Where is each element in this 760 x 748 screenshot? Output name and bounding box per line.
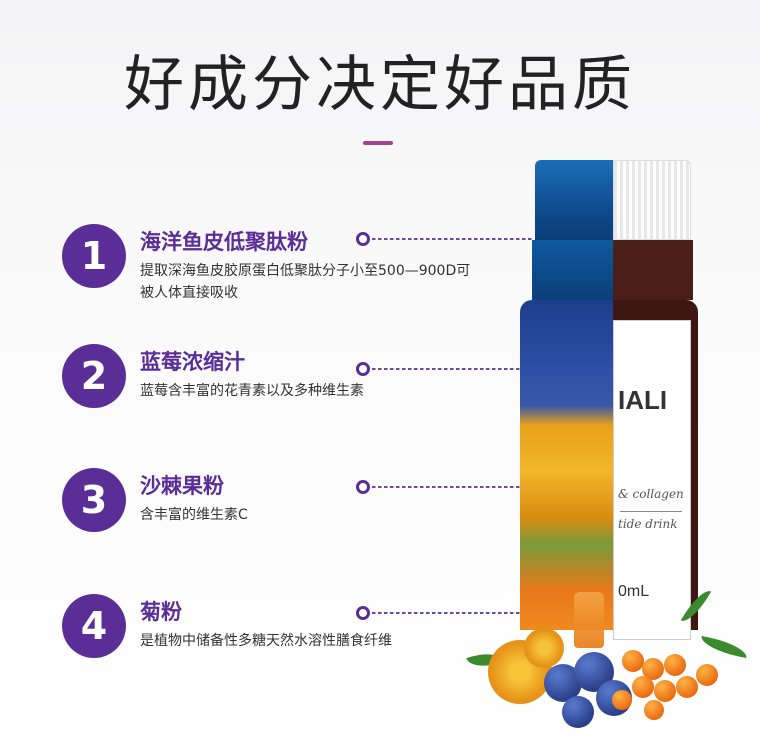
label-volume: 0mL [618, 583, 650, 600]
feature-item-2: 2 蓝莓浓缩汁 蓝莓含丰富的花青素以及多种维生素 [62, 344, 532, 454]
label-line-2: tide drink [618, 517, 678, 531]
juice-bottle-image [574, 592, 604, 648]
connector-dot-3 [356, 480, 370, 494]
connector-line-2 [372, 368, 532, 370]
label-line-1: & collagen [618, 487, 684, 501]
leaf-image [699, 635, 749, 659]
sea-buckthorn-image [644, 700, 664, 720]
sea-buckthorn-image [676, 676, 698, 698]
feature-title: 菊粉 [140, 600, 182, 624]
bottle-cap [613, 160, 691, 240]
sea-buckthorn-image [612, 690, 632, 710]
feature-title: 沙棘果粉 [140, 474, 224, 498]
connector-dot-2 [356, 362, 370, 376]
ingredient-collage [520, 300, 613, 630]
feature-description: 蓝莓含丰富的花青素以及多种维生素 [140, 383, 364, 399]
sea-buckthorn-image [664, 654, 686, 676]
feature-description: 是植物中储备性多糖天然水溶性膳食纤维 [140, 633, 392, 649]
sea-buckthorn-image [632, 676, 654, 698]
sea-buckthorn-image [622, 650, 644, 672]
feature-title: 蓝莓浓缩汁 [140, 350, 245, 374]
number-badge: 1 [62, 224, 126, 288]
feature-item-3: 3 沙棘果粉 含丰富的维生素C [62, 468, 532, 578]
number-badge: 2 [62, 344, 126, 408]
feature-item-1: 1 海洋鱼皮低聚肽粉 提取深海鱼皮胶原蛋白低聚肽分子小至500—900D可被人体… [62, 224, 532, 334]
product-bottle-image: IALI & collagen tide drink 0mL [520, 160, 700, 660]
connector-line-1 [372, 238, 532, 240]
connector-line-4 [372, 612, 532, 614]
number-badge: 3 [62, 468, 126, 532]
bottle-neck [613, 240, 693, 300]
bottle-neck-ocean-half [532, 240, 613, 300]
sea-buckthorn-image [654, 680, 676, 702]
label-brand: IALI [618, 385, 668, 415]
bottle-cap-ocean-half [535, 160, 613, 240]
connector-dot-4 [356, 606, 370, 620]
chrysanthemum-image [524, 628, 564, 668]
connector-dot-1 [356, 232, 370, 246]
number-badge: 4 [62, 594, 126, 658]
blueberry-image [562, 696, 594, 728]
sea-buckthorn-image [696, 664, 718, 686]
bottle-label: IALI & collagen tide drink 0mL [613, 320, 691, 640]
feature-description: 含丰富的维生素C [140, 507, 248, 523]
feature-title: 海洋鱼皮低聚肽粉 [140, 230, 308, 254]
connector-line-3 [372, 486, 532, 488]
feature-description: 提取深海鱼皮胶原蛋白低聚肽分子小至500—900D可被人体直接吸收 [140, 263, 471, 301]
label-divider [620, 511, 682, 512]
feature-item-4: 4 菊粉 是植物中储备性多糖天然水溶性膳食纤维 [62, 594, 532, 704]
page-title: 好成分决定好品质 [124, 50, 636, 120]
sea-buckthorn-image [642, 658, 664, 680]
title-accent-bar [363, 141, 393, 145]
